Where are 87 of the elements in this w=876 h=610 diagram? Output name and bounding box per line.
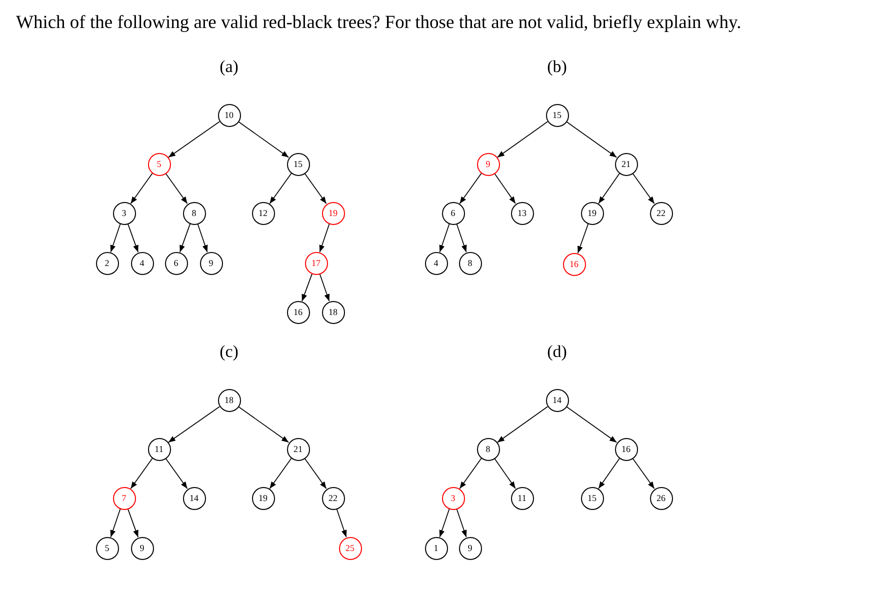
- panel-label: (b): [547, 58, 567, 75]
- tree-node: 2: [96, 252, 118, 274]
- tree-node: 6: [164, 252, 188, 274]
- arrow: [459, 172, 482, 204]
- tree-node: 6: [442, 202, 464, 224]
- arrow: [110, 223, 121, 253]
- tree-node: 8: [476, 438, 500, 460]
- tree-node: 15: [286, 152, 310, 176]
- tree-node: 14: [546, 388, 568, 412]
- tree-node: 5: [96, 536, 118, 560]
- tree-node: 13: [510, 202, 534, 224]
- tree-node: 19: [580, 202, 604, 224]
- arrow: [269, 172, 292, 204]
- arrow: [127, 508, 139, 538]
- arrow: [459, 458, 482, 490]
- arrow: [494, 173, 516, 204]
- tree-node: 16: [562, 252, 586, 276]
- arrow: [179, 223, 191, 253]
- arrow: [496, 121, 548, 158]
- tree-node: 25: [338, 536, 362, 560]
- arrow: [238, 121, 290, 158]
- tree-node: 1: [424, 536, 448, 560]
- arrow: [456, 223, 467, 253]
- arrow: [566, 406, 618, 443]
- tree-node: 9: [476, 152, 500, 176]
- arrow: [566, 121, 618, 158]
- arrow: [304, 172, 327, 204]
- tree-node: 9: [200, 252, 222, 274]
- arrow: [598, 173, 620, 204]
- arrow: [598, 458, 620, 489]
- arrow: [632, 458, 655, 490]
- arrow: [336, 508, 347, 538]
- tree-node: 4: [424, 252, 448, 274]
- arrow: [632, 172, 655, 204]
- arrow: [319, 223, 330, 253]
- tree-node: 15: [580, 486, 604, 510]
- tree-node: 8: [182, 202, 206, 224]
- tree-node: 16: [286, 300, 310, 324]
- tree-node: 3: [112, 202, 136, 224]
- arrow: [110, 508, 121, 538]
- tree-node: 10: [218, 104, 240, 126]
- arrow: [168, 121, 220, 158]
- arrow: [238, 406, 290, 443]
- panel-label: (d): [547, 343, 567, 360]
- tree-node: 21: [614, 152, 638, 176]
- tree-node: 12: [252, 202, 274, 224]
- arrow: [165, 172, 188, 204]
- tree-node: 4: [130, 252, 154, 274]
- tree-node: 11: [510, 486, 534, 510]
- tree-node: 21: [286, 438, 310, 460]
- arrow: [130, 172, 153, 204]
- tree-node: 22: [322, 486, 344, 510]
- tree-node: 16: [614, 438, 638, 460]
- tree-node: 19: [252, 486, 274, 510]
- panel-label: (c): [220, 343, 238, 360]
- arrow: [127, 223, 139, 253]
- tree-node: 9: [130, 536, 154, 560]
- arrow: [319, 273, 330, 302]
- arrow: [130, 458, 153, 490]
- arrow: [496, 406, 548, 443]
- tree-node: 3: [442, 486, 464, 510]
- tree-node: 5: [148, 152, 170, 176]
- tree-node: 18: [322, 300, 344, 324]
- tree-node: 19: [322, 202, 344, 224]
- arrow: [304, 458, 327, 490]
- arrow: [577, 223, 589, 254]
- arrow: [494, 458, 516, 489]
- arrow: [168, 406, 220, 443]
- tree-node: 18: [218, 388, 240, 412]
- tree-node: 15: [546, 104, 568, 126]
- tree-node: 17: [304, 252, 328, 274]
- panel-label: (a): [220, 58, 238, 75]
- arrow: [439, 223, 450, 253]
- tree-node: 14: [182, 486, 206, 510]
- tree-node: 26: [650, 486, 672, 510]
- question-text: Which of the following are valid red-black trees? For those that are not valid, briefly explain why.: [16, 12, 742, 35]
- arrow: [456, 508, 467, 538]
- arrow: [269, 458, 292, 490]
- arrow: [302, 273, 312, 302]
- arrow: [197, 223, 208, 253]
- arrow: [439, 508, 450, 538]
- tree-node: 9: [458, 536, 482, 560]
- tree-node: 7: [112, 486, 136, 510]
- tree-node: 11: [148, 438, 170, 460]
- tree-node: 22: [650, 202, 672, 224]
- tree-node: 8: [458, 252, 482, 274]
- arrow: [165, 458, 188, 490]
